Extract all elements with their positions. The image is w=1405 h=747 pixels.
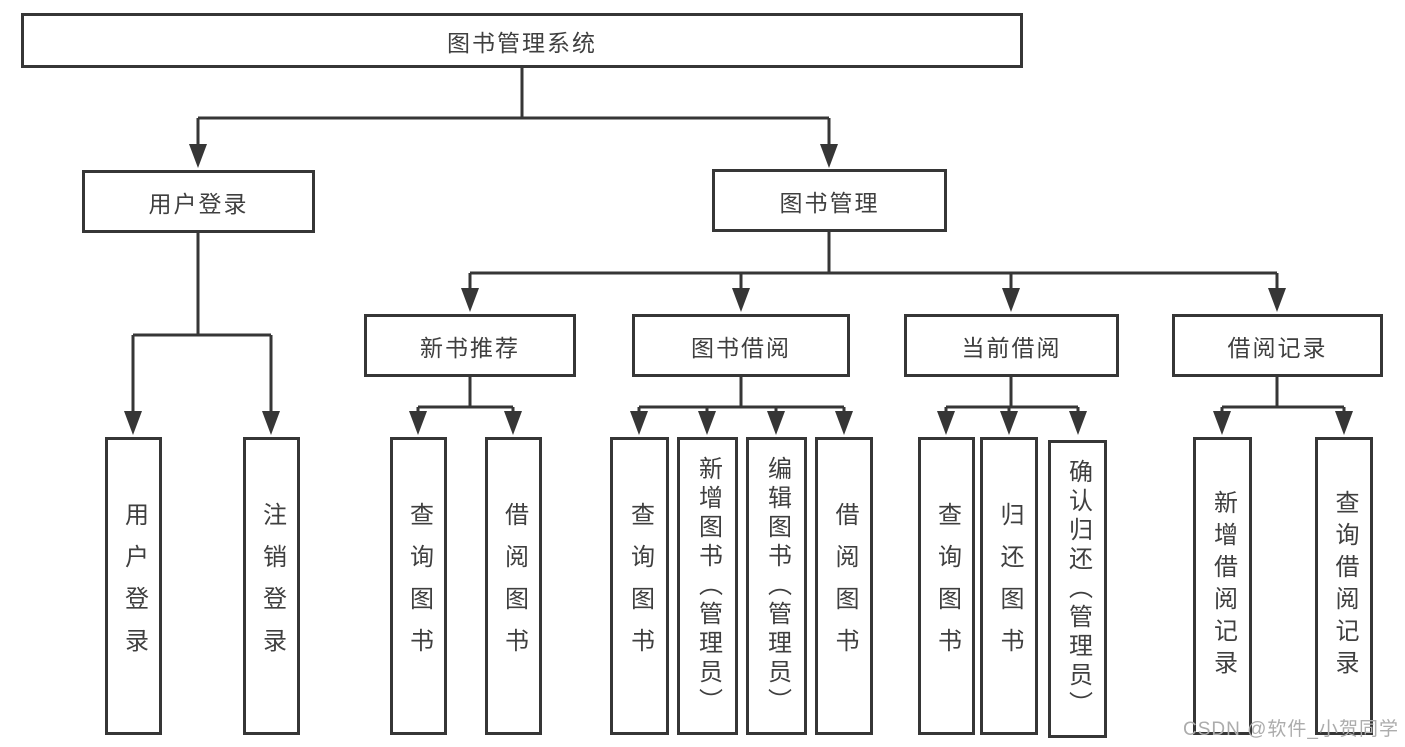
node-new-book-recommendation: 新书推荐: [364, 314, 576, 377]
leaf-add-borrow-record: 新增借阅记录: [1193, 437, 1252, 735]
leaf-confirm-return-admin: 确认归还（管理员）: [1048, 440, 1107, 738]
node-user-login: 用户登录: [82, 170, 315, 233]
leaf-query-borrow-record: 查询借阅记录: [1315, 437, 1373, 735]
csdn-watermark: CSDN @软件_小贺同学: [1183, 719, 1399, 740]
node-borrow-records: 借阅记录: [1172, 314, 1383, 377]
leaf-query-books-recommend: 查询图书: [390, 437, 447, 735]
leaf-query-books-current: 查询图书: [918, 437, 975, 735]
node-book-management: 图书管理: [712, 169, 947, 232]
node-current-borrowing: 当前借阅: [904, 314, 1119, 377]
leaf-user-login: 用户登录: [105, 437, 162, 735]
leaf-logout: 注销登录: [243, 437, 300, 735]
node-book-borrowing: 图书借阅: [632, 314, 850, 377]
leaf-edit-books-admin: 编辑图书（管理员）: [746, 437, 807, 735]
node-root: 图书管理系统: [21, 13, 1023, 68]
leaf-borrow-books-recommend: 借阅图书: [485, 437, 542, 735]
leaf-borrow-books: 借阅图书: [815, 437, 873, 735]
leaf-query-books-borrowing: 查询图书: [610, 437, 669, 735]
leaf-add-books-admin: 新增图书（管理员）: [677, 437, 738, 735]
leaf-return-books: 归还图书: [980, 437, 1038, 735]
